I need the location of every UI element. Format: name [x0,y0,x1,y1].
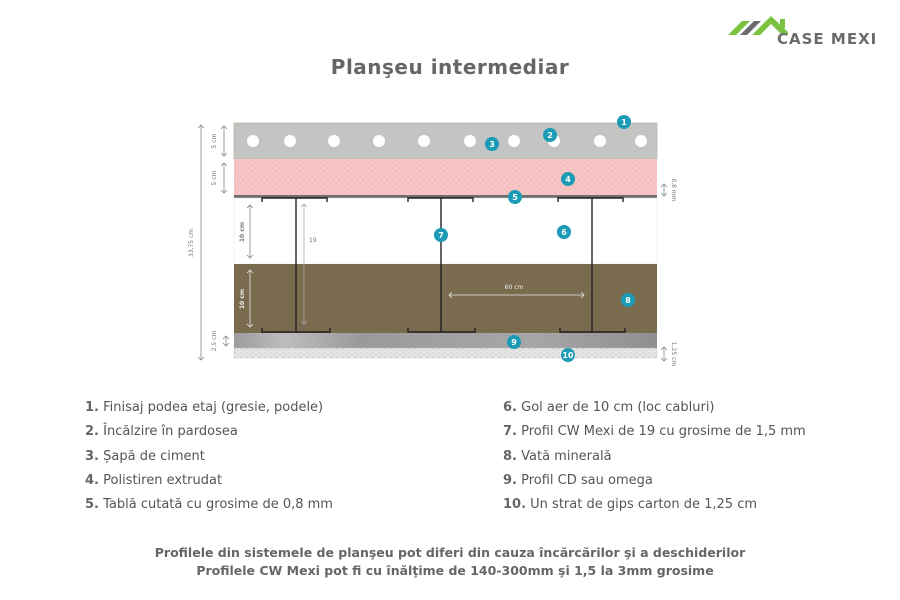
marker-10: 10 [561,348,575,362]
legend-item: 3. Șapă de ciment [85,448,205,464]
layer-mineral-wool [234,264,657,333]
svg-text:5: 5 [512,193,518,202]
brand-logo [728,10,898,50]
legend-item: 5. Tablă cutată cu grosime de 0,8 mm [85,497,333,513]
legend-item: 10. Un strat de gips carton de 1,25 cm [503,497,758,513]
cw-profiles [261,197,626,333]
legend-left: 1. Finisaj podea etaj (gresie, podele) 2… [85,396,333,517]
svg-text:7: 7 [438,231,444,240]
footer-line-1: Profilele din sistemele de planşeu pot d… [154,545,746,560]
dim-air-gap: 10 cm [239,222,246,242]
dim-cd-profile: 2,5 cm [211,331,218,352]
dim-total: 33,75 cm [188,229,195,257]
dim-profile-spacing: 60 cm [505,284,524,291]
layer-screed [233,122,658,160]
layer-cd-profile [234,333,657,348]
marker-5: 5 [508,190,522,204]
svg-text:4: 4 [565,175,571,184]
heating-pipes [247,135,647,147]
marker-2: 2 [543,128,557,142]
marker-7: 7 [434,228,448,242]
legend-item: 8. Vată minerală [503,448,612,464]
svg-text:3: 3 [489,140,495,149]
footer-notes: Profilele din sistemele de planşeu pot d… [0,544,900,580]
dim-drywall: 1,25 cm [670,342,677,367]
marker-3: 3 [485,137,499,151]
layer-metal-sheet [234,195,657,198]
dim-mineral-wool: 10 cm [239,289,246,309]
marker-6: 6 [557,225,571,239]
marker-9: 9 [507,335,521,349]
dim-profile-height: 19 [309,237,317,244]
legend-item: 6. Gol aer de 10 cm (loc cabluri) [503,400,715,415]
marker-4: 4 [561,172,575,186]
legend-right: 6. Gol aer de 10 cm (loc cabluri) 7. Pro… [503,396,806,517]
svg-text:8: 8 [625,296,631,305]
footer-line-2: Profilele CW Mexi pot fi cu înălţime de … [196,563,714,578]
legend-item: 1. Finisaj podea etaj (gresie, podele) [85,400,324,415]
legend-item: 9. Profil CD sau omega [503,472,653,488]
marker-8: 8 [621,293,635,307]
marker-1: 1 [617,115,631,129]
legend-item: 4. Polistiren extrudat [85,472,223,488]
layer-drywall [233,347,658,359]
house-roof-icon [728,16,788,35]
dim-finish: 5 cm [211,133,218,148]
legend-item: 2. Încălzire în pardosea [85,424,238,440]
dim-sheet: 0,8 mm [670,178,677,201]
svg-text:6: 6 [561,228,567,237]
svg-text:10: 10 [562,351,574,360]
svg-text:2: 2 [547,131,553,140]
svg-text:9: 9 [511,338,517,347]
page-title: Planşeu intermediar [330,55,570,79]
layer-polystyrene [234,159,657,195]
svg-text:1: 1 [621,118,627,127]
floor-section-diagram: 33,75 cm 5 cm 5 cm 10 cm 19 10 cm 60 cm … [188,115,677,367]
brand-name: CASE MEXI [777,30,878,48]
dim-insulation: 5 cm [211,170,218,185]
legend-item: 7. Profil CW Mexi de 19 cu grosime de 1,… [503,424,806,440]
